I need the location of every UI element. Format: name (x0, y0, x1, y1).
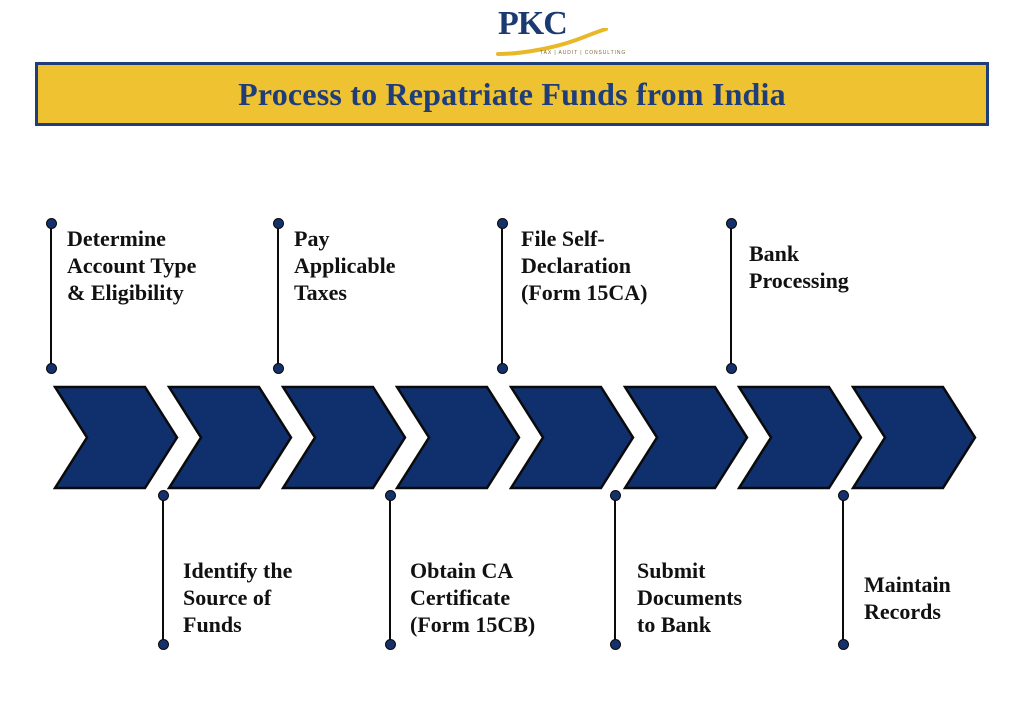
connector-step-1 (46, 218, 57, 374)
connector-dot-top (385, 490, 396, 501)
logo-swoosh-icon (496, 28, 608, 56)
connector-dot-top (46, 218, 57, 229)
connector-line (50, 223, 52, 369)
step-label-8: Maintain Records (864, 572, 951, 624)
connector-dot-top (838, 490, 849, 501)
connector-dot-top (610, 490, 621, 501)
connector-dot-bottom (610, 639, 621, 650)
connector-dot-bottom (497, 363, 508, 374)
connector-dot-bottom (158, 639, 169, 650)
connector-step-8 (838, 490, 849, 650)
connector-step-7 (726, 218, 737, 374)
connector-line (501, 223, 503, 369)
connector-step-4 (385, 490, 396, 650)
chevron-step-4 (395, 385, 521, 490)
title-banner: Process to Repatriate Funds from India (35, 62, 989, 126)
connector-line (842, 495, 844, 645)
step-label-1: Determine Account Type & Eligibility (67, 226, 197, 305)
process-chevron-band (0, 385, 1024, 490)
chevron-step-6 (623, 385, 749, 490)
connector-dot-top (273, 218, 284, 229)
connector-line (277, 223, 279, 369)
page-title: Process to Repatriate Funds from India (238, 75, 786, 112)
chevron-step-8 (851, 385, 977, 490)
connector-line (389, 495, 391, 645)
chevron-step-2 (167, 385, 293, 490)
step-label-4: Obtain CA Certificate (Form 15CB) (410, 558, 536, 637)
connector-step-6 (610, 490, 621, 650)
step-label-5: File Self- Declaration (Form 15CA) (521, 226, 648, 305)
connector-dot-top (158, 490, 169, 501)
connector-line (614, 495, 616, 645)
connector-dot-top (726, 218, 737, 229)
connector-step-3 (273, 218, 284, 374)
connector-step-5 (497, 218, 508, 374)
chevron-step-7 (737, 385, 863, 490)
step-label-6: Submit Documents to Bank (637, 558, 743, 637)
step-label-2: Identify the Source of Funds (183, 558, 293, 637)
connector-step-2 (158, 490, 169, 650)
connector-line (162, 495, 164, 645)
logo-tagline: TAX | AUDIT | CONSULTING (540, 50, 627, 56)
connector-line (730, 223, 732, 369)
connector-dot-bottom (385, 639, 396, 650)
logo-wordmark: PKC (498, 5, 568, 42)
connector-dot-top (497, 218, 508, 229)
connector-dot-bottom (726, 363, 737, 374)
connector-dot-bottom (46, 363, 57, 374)
step-label-7: Bank Processing (749, 241, 849, 293)
step-label-3: Pay Applicable Taxes (294, 226, 396, 305)
connector-dot-bottom (838, 639, 849, 650)
chevron-step-3 (281, 385, 407, 490)
chevron-step-5 (509, 385, 635, 490)
chevron-step-1 (53, 385, 179, 490)
connector-dot-bottom (273, 363, 284, 374)
pkc-logo: PKC TAX | AUDIT | CONSULTING (492, 5, 625, 62)
